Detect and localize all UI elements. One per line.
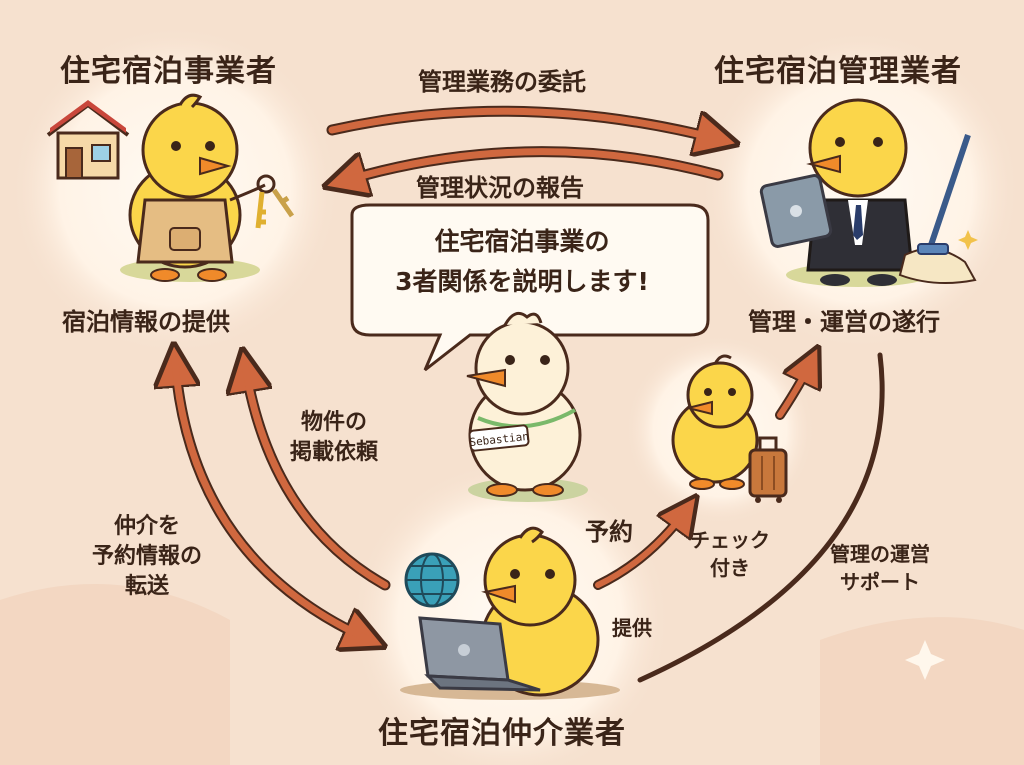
flow-support-line-2: サポート <box>840 570 920 594</box>
speech-bubble <box>350 203 710 372</box>
bubble-line-2: 3者関係を説明します! <box>395 267 649 296</box>
flow-delegation: 管理業務の委託 <box>418 68 586 96</box>
flow-forward-line-1: 仲介を <box>114 514 181 539</box>
laptop-icon <box>418 616 541 692</box>
house-icon <box>46 100 130 180</box>
globe-icon <box>404 552 460 608</box>
bubble-line-1: 住宅宿泊事業の <box>434 227 610 256</box>
action-manager: 管理・運営の遂行 <box>748 308 940 336</box>
line-support <box>637 352 885 683</box>
arrow-forward <box>175 360 370 640</box>
mop-icon <box>898 134 978 284</box>
action-operator: 宿泊情報の提供 <box>62 308 230 336</box>
role-manager: 住宅宿泊管理業者 <box>714 54 962 89</box>
guest-chick <box>671 354 759 490</box>
key-icon <box>255 174 295 229</box>
flow-report: 管理状況の報告 <box>416 174 584 202</box>
flow-forward-line-3: 転送 <box>125 574 170 599</box>
flow-support-line-1: 管理の運営 <box>830 542 930 566</box>
role-operator: 住宅宿泊事業者 <box>60 54 277 89</box>
sparkle-icon <box>905 640 945 680</box>
narrator-duck: Sebastian <box>466 311 588 502</box>
flow-forward: 仲介を 予約情報の 転送 <box>92 512 202 602</box>
flow-checkin-line-2: 付き <box>710 556 750 580</box>
flow-listing-line-1: 物件の <box>301 410 368 435</box>
manager-chick <box>786 98 930 287</box>
broker-chick <box>400 526 620 700</box>
suitcase-icon <box>748 436 788 503</box>
arrow-listing <box>245 365 391 591</box>
bg-hill-right <box>820 617 1024 765</box>
flow-booking: 予約 <box>585 518 633 546</box>
role-broker: 住宅宿泊仲介業者 <box>378 716 626 751</box>
name-badge: Sebastian <box>469 430 530 449</box>
flow-provide: 提供 <box>612 616 652 640</box>
bg-hill-left <box>0 584 230 765</box>
flow-support: 管理の運営 サポート <box>830 540 930 596</box>
flow-checkin: チェック 付き <box>690 526 770 582</box>
flow-forward-line-2: 予約情報の <box>92 544 203 569</box>
flow-listing-line-2: 掲載依頼 <box>290 440 379 465</box>
tablet-icon <box>759 174 833 248</box>
operator-chick <box>120 93 266 282</box>
flow-listing: 物件の 掲載依頼 <box>290 408 378 468</box>
flow-checkin-line-1: チェック <box>690 528 770 552</box>
bubble-message: 住宅宿泊事業の 3者関係を説明します! <box>352 222 692 302</box>
